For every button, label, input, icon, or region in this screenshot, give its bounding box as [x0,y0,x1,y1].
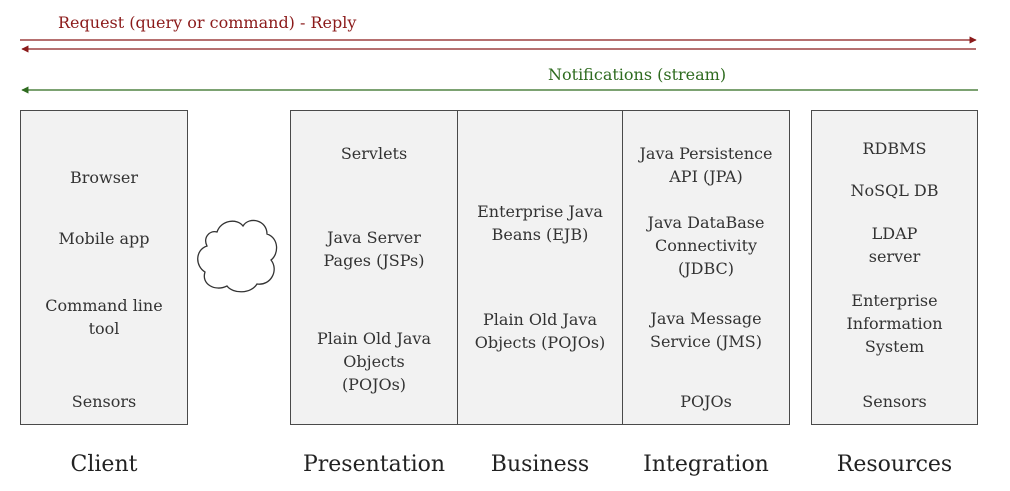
business-item: Enterprise Java Beans (EJB) [477,202,603,244]
arrows-layer [20,36,978,94]
presentation-tier-box: Servlets Java Server Pages (JSPs) Plain … [290,110,458,425]
client-tier-label: Client [70,452,138,477]
client-item: Browser [69,168,139,187]
resources-item: Sensors [862,392,927,411]
presentation-item: Servlets [340,144,408,163]
resources-tier-box: RDBMS NoSQL DB LDAP server Enterprise In… [811,110,978,425]
notifications-label: Notifications (stream) [548,65,727,84]
client-item: Command line tool [45,296,163,338]
integration-item: Java Message Service (JMS) [650,309,762,351]
client-item: Sensors [71,392,137,411]
resources-item: NoSQL DB [850,181,939,200]
presentation-item: Plain Old Java Objects (POJOs) [316,329,432,394]
presentation-tier-label: Presentation [302,452,446,477]
cloud-icon [197,219,278,293]
client-item: Mobile app [58,229,150,248]
presentation-item: Java Server Pages (JSPs) [323,228,425,270]
integration-item: Java DataBase Connectivity (JDBC) [647,213,765,278]
integration-item: Java Persistence API (JPA) [639,144,773,186]
integration-tier-box: Java Persistence API (JPA) Java DataBase… [622,110,790,425]
business-tier-label: Business [490,452,590,477]
resources-item: Enterprise Information System [846,291,943,356]
request-reply-label: Request (query or command) - Reply [58,13,357,32]
business-tier-box: Enterprise Java Beans (EJB) Plain Old Ja… [457,110,623,425]
integration-item: POJOs [680,392,732,411]
resources-item: LDAP server [868,224,921,266]
resources-item: RDBMS [862,139,927,158]
integration-tier-label: Integration [643,452,769,477]
client-tier-box: Browser Mobile app Command line tool Sen… [20,110,188,425]
resources-tier-label: Resources [836,452,953,477]
business-item: Plain Old Java Objects (POJOs) [474,310,606,352]
